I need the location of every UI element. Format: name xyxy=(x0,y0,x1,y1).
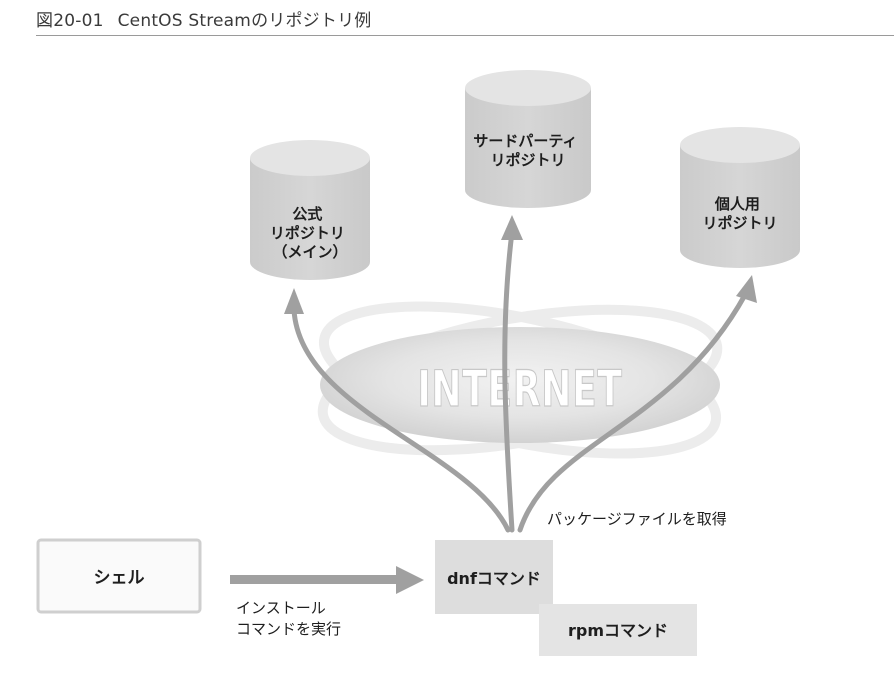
shell-box: シェル xyxy=(36,538,202,614)
caption-divider xyxy=(36,35,894,36)
fetch-arrows xyxy=(291,229,748,533)
figure-number: 図20-01 xyxy=(36,11,104,31)
repository-official: 公式 リポジトリ （メイン） xyxy=(250,140,370,280)
install-label: インストール コマンドを実行 xyxy=(236,599,341,638)
arrowhead-official xyxy=(284,288,304,314)
svg-text:公式 リポジトリ （メイン）: 公式 リポジトリ （メイン） xyxy=(270,205,350,261)
rpm-command-box: rpmコマンド xyxy=(539,604,697,656)
internet-label: INTERNET xyxy=(417,361,622,418)
repository-personal: 個人用 リポジトリ xyxy=(680,127,800,268)
third-party-line-2: リポジトリ xyxy=(490,151,565,169)
rpm-label: rpmコマンド xyxy=(568,621,668,640)
arrow-to-official xyxy=(291,307,511,533)
arrow-to-personal xyxy=(517,292,748,533)
internet-globe: INTERNET xyxy=(317,301,723,459)
install-line-2: コマンドを実行 xyxy=(236,620,341,638)
svg-text:個人用 リポジトリ: 個人用 リポジトリ xyxy=(702,195,777,232)
figure-caption: 図20-01 CentOS Streamのリポジトリ例 xyxy=(36,6,371,31)
official-line-1: 公式 xyxy=(292,205,322,223)
shell-label: シェル xyxy=(94,568,145,588)
install-line-1: インストール xyxy=(236,599,326,617)
dnf-label: dnfコマンド xyxy=(447,569,541,588)
arrowheads xyxy=(284,215,757,314)
official-line-3: （メイン） xyxy=(272,243,347,261)
fetch-label: パッケージファイルを取得 xyxy=(547,510,727,528)
svg-text:サードパーティ リポジトリ: サードパーティ リポジトリ xyxy=(473,132,582,169)
arrowhead-third-party xyxy=(501,215,523,240)
repository-third-party: サードパーティ リポジトリ xyxy=(465,70,591,208)
dnf-command-box: dnfコマンド xyxy=(435,540,553,614)
personal-line-1: 個人用 xyxy=(714,195,760,213)
third-party-line-1: サードパーティ xyxy=(473,132,577,150)
personal-line-2: リポジトリ xyxy=(702,214,777,232)
install-arrow xyxy=(230,566,424,594)
official-line-2: リポジトリ xyxy=(270,224,345,242)
arrowhead-personal xyxy=(736,275,757,303)
figure-title: CentOS Streamのリポジトリ例 xyxy=(117,11,372,31)
arrow-to-third-party xyxy=(502,229,515,533)
